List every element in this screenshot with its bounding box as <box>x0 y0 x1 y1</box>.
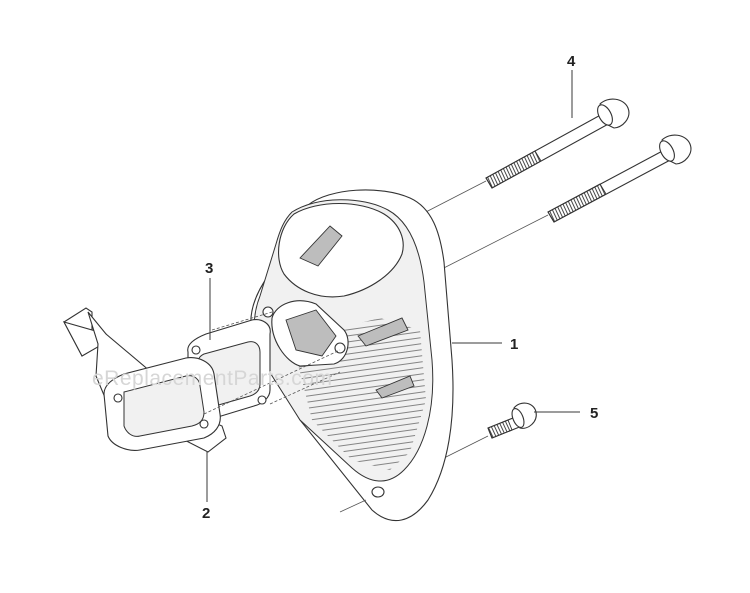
callout-1: 1 <box>510 336 518 353</box>
long-bolt-lower <box>431 134 692 275</box>
callout-3: 3 <box>205 260 213 277</box>
callout-4: 4 <box>567 53 576 70</box>
long-bolt-upper <box>419 98 630 216</box>
callout-2: 2 <box>202 505 210 522</box>
callout-5: 5 <box>590 405 598 422</box>
alignment-lines <box>203 311 341 415</box>
watermark-text: eReplacementParts.com <box>92 367 332 390</box>
short-bolt <box>429 402 537 466</box>
callout-leaders <box>206 70 580 502</box>
muffler-body <box>250 189 454 522</box>
bracket-plate <box>62 307 227 453</box>
